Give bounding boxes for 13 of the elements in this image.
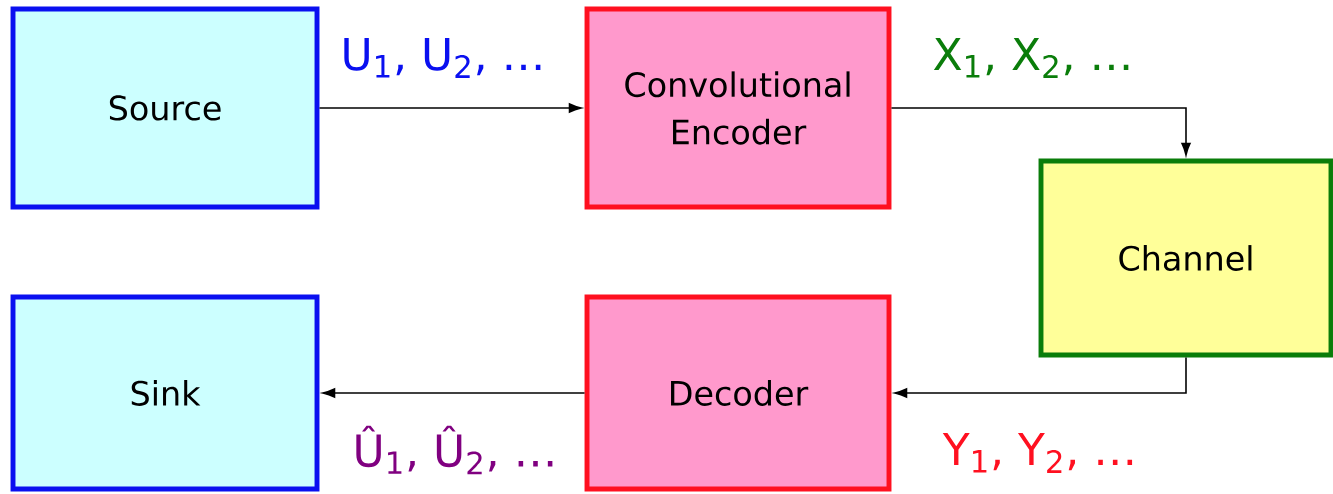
edge-label: Û$_{1}$, Û$_{2}$, … [356, 425, 553, 475]
arrow [318, 103, 582, 113]
edge-label: X$_{1}$, X$_{2}$, … [933, 38, 1129, 78]
process-box: Decoder [584, 294, 892, 492]
arrow [894, 356, 1187, 398]
process-box: Convolutional Encoder [584, 6, 892, 210]
arrow [890, 107, 1191, 156]
arrow [322, 388, 586, 398]
edge-label: U$_{1}$, U$_{2}$, … [344, 38, 541, 78]
process-box: Sink [10, 294, 320, 492]
edge-label: Y$_{1}$, Y$_{2}$, … [942, 433, 1133, 473]
process-box: Channel [1038, 158, 1333, 358]
process-box: Source [10, 6, 320, 210]
